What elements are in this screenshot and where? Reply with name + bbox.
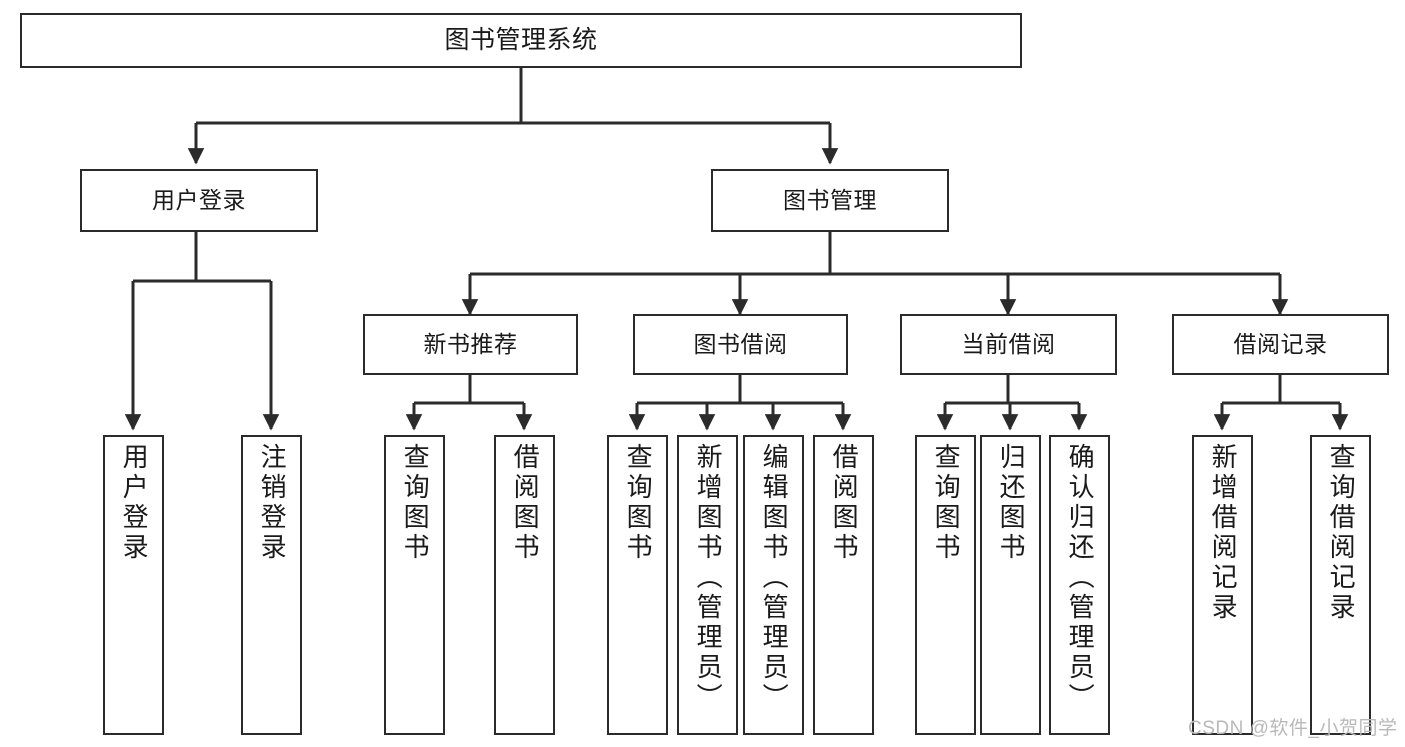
leaf-user-login-logout[interactable]: 注销登录: [241, 435, 302, 735]
node-borrow-record[interactable]: 借阅记录: [1172, 314, 1389, 375]
node-label: 查询图书: [931, 443, 962, 563]
node-label: 注销登录: [257, 443, 288, 563]
leaf-book-borrow-edit-book-admin[interactable]: 编辑图书（管理员）: [743, 435, 804, 735]
leaf-book-borrow-query-book[interactable]: 查询图书: [607, 435, 668, 735]
node-book-borrow[interactable]: 图书借阅: [633, 314, 848, 375]
leaf-current-borrow-query-book[interactable]: 查询图书: [915, 435, 976, 735]
node-label: 图书管理: [783, 187, 877, 214]
leaf-current-borrow-return-book[interactable]: 归还图书: [980, 435, 1041, 735]
node-current-borrow[interactable]: 当前借阅: [900, 314, 1117, 375]
node-label: 编辑图书（管理员）: [759, 443, 790, 713]
node-label: 当前借阅: [961, 331, 1056, 358]
node-label: 用户登录: [119, 443, 150, 563]
node-user-login[interactable]: 用户登录: [80, 169, 318, 232]
node-new-book-recommend[interactable]: 新书推荐: [363, 314, 578, 375]
node-label: 图书管理系统: [444, 26, 598, 54]
node-label: 借阅记录: [1233, 331, 1328, 358]
node-book-management[interactable]: 图书管理: [711, 169, 949, 232]
node-label: 查询借阅记录: [1326, 443, 1357, 623]
node-label: 归还图书: [996, 443, 1027, 563]
node-label: 查询图书: [400, 443, 431, 563]
leaf-new-book-borrow-book[interactable]: 借阅图书: [494, 435, 555, 735]
node-label: 确认归还（管理员）: [1065, 443, 1096, 713]
node-label: 图书借阅: [693, 331, 788, 358]
node-label: 查询图书: [623, 443, 654, 563]
leaf-user-login-login[interactable]: 用户登录: [103, 435, 164, 735]
leaf-borrow-record-query-record[interactable]: 查询借阅记录: [1310, 435, 1371, 735]
node-label: 新书推荐: [423, 331, 518, 358]
node-label: 借阅图书: [829, 443, 860, 563]
node-label: 新增借阅记录: [1208, 443, 1239, 623]
leaf-current-borrow-confirm-return-admin[interactable]: 确认归还（管理员）: [1049, 435, 1110, 735]
node-root-book-management-system[interactable]: 图书管理系统: [20, 13, 1022, 68]
leaf-borrow-record-add-record[interactable]: 新增借阅记录: [1192, 435, 1253, 735]
leaf-book-borrow-borrow-book[interactable]: 借阅图书: [813, 435, 874, 735]
node-label: 新增图书（管理员）: [693, 443, 724, 713]
watermark: CSDN @软件_小贺同学: [1188, 718, 1398, 739]
leaf-new-book-query-book[interactable]: 查询图书: [384, 435, 445, 735]
node-label: 借阅图书: [510, 443, 541, 563]
leaf-book-borrow-add-book-admin[interactable]: 新增图书（管理员）: [677, 435, 738, 735]
node-label: 用户登录: [152, 187, 246, 214]
